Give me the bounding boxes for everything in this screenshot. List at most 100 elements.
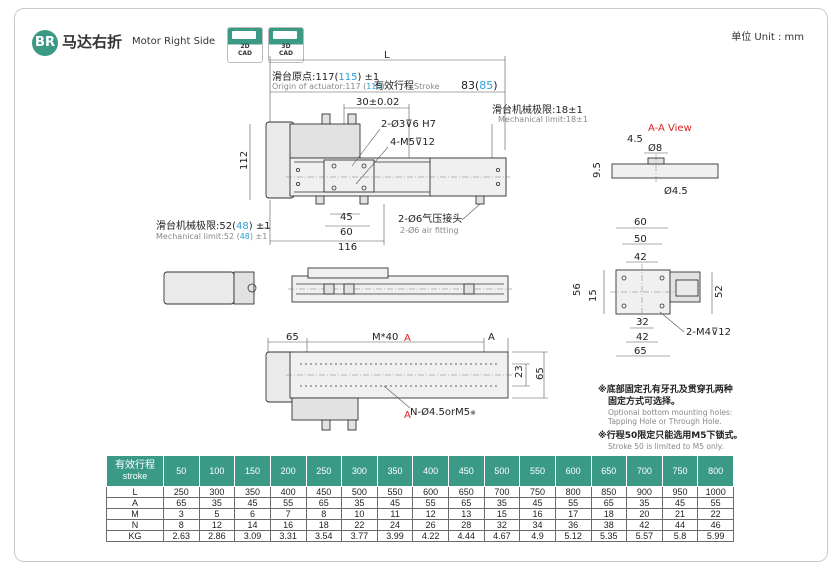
stroke-header: 700 — [626, 455, 663, 487]
dim-L: L — [384, 50, 390, 61]
section-mark-A-left: A — [404, 333, 411, 344]
table-cell: 16 — [269, 519, 307, 531]
table-cell: 35 — [341, 497, 378, 509]
stroke-header: 100 — [198, 455, 236, 487]
notes-block: ※底部固定孔有牙孔及贯穿孔两种 固定方式可选择。 Optional bottom… — [598, 384, 798, 455]
dim-30: 30±0.02 — [356, 97, 399, 108]
table-cell: 400 — [269, 486, 307, 498]
bottom-view: 65 M*40 A A A 23 65 N-Ø4.5orM5※ — [265, 332, 548, 431]
table-cell: 65 — [590, 497, 628, 509]
row-label: KG — [106, 530, 164, 542]
table-cell: 22 — [341, 519, 378, 531]
note-mark: ※ — [470, 409, 476, 417]
table-cell: 45 — [234, 497, 271, 509]
stroke-header: 600 — [554, 455, 592, 487]
series-badge: BR — [32, 30, 58, 56]
stroke-header: 250 — [305, 455, 343, 487]
table-cell: 18 — [590, 508, 628, 520]
table-cell: 35 — [483, 497, 521, 509]
row-label: L — [106, 486, 164, 498]
dim-60: 60 — [340, 227, 353, 238]
end-dim-15: 15 — [588, 289, 599, 302]
cad-3d-line1: 3D — [281, 43, 291, 50]
table-cell: 3.99 — [376, 530, 414, 542]
table-cell: 65 — [448, 497, 485, 509]
dim-116: 116 — [338, 242, 357, 253]
dim-M40: M*40 — [372, 332, 398, 343]
stroke-cn: 有效行程 — [374, 79, 414, 92]
table-cell: 16 — [519, 508, 556, 520]
table-cell: 950 — [661, 486, 699, 498]
mech-left-b: ) ±1 — [249, 221, 271, 232]
table-cell: 1000 — [697, 486, 734, 498]
hole-spec-b: 4-M5⊽12 — [390, 137, 435, 148]
table-cell: 17 — [554, 508, 592, 520]
end-view: 60 50 42 56 15 52 32 42 2-M4⊽12 65 — [572, 217, 731, 357]
table-cell: 38 — [590, 519, 628, 531]
stroke-header: 400 — [412, 455, 449, 487]
dim-65-bottom: 65 — [286, 332, 299, 343]
table-cell: 700 — [483, 486, 521, 498]
page-title-en: Motor Right Side — [132, 36, 216, 47]
side-view — [163, 267, 512, 305]
stroke-header: 550 — [519, 455, 556, 487]
end-dim-42: 42 — [634, 252, 647, 263]
end-m4-spec: 2-M4⊽12 — [686, 327, 731, 338]
note-1-cn: ※底部固定孔有牙孔及贯穿孔两种 — [598, 385, 733, 395]
table-cell: 3.31 — [269, 530, 307, 542]
table-cell: 55 — [697, 497, 734, 509]
table-cell: 5.12 — [554, 530, 592, 542]
note-1-en2: Tapping Hole or Through Hole. — [608, 417, 722, 426]
dim-112: 112 — [239, 151, 250, 170]
unit-label: 单位 Unit : mm — [731, 32, 804, 43]
end-dim-42b: 42 — [636, 332, 649, 343]
end-dim-65: 65 — [634, 346, 647, 357]
table-cell: 24 — [376, 519, 414, 531]
dim-83-end: ) — [493, 79, 497, 92]
table-cell: 250 — [163, 486, 200, 498]
table-cell: 2.86 — [198, 530, 236, 542]
row-label: M — [106, 508, 164, 520]
origin-en: Origin of actuator:117 (115) — [272, 82, 385, 91]
origin-en-a: Origin of actuator:117 ( — [272, 82, 366, 91]
page-title-cn: 马达右折 — [62, 33, 123, 51]
table-cell: 8 — [305, 508, 343, 520]
end-dim-52: 52 — [714, 285, 725, 298]
table-cell: 4.22 — [412, 530, 449, 542]
table-cell: 18 — [305, 519, 343, 531]
table-cell: 5.57 — [626, 530, 663, 542]
end-dim-32: 32 — [636, 317, 649, 328]
mech-left-en-b: ) ±1 — [250, 232, 267, 241]
stroke-header: 200 — [269, 455, 307, 487]
cad-2d-line2: CAD — [237, 50, 253, 57]
mech-limit-left-cn: 滑台机械极限:52(48) ±1 — [156, 219, 271, 232]
stroke-en: Stroke — [414, 82, 440, 91]
table-cell: 21 — [661, 508, 699, 520]
air-fitting-en: 2-Ø6 air fitting — [400, 225, 459, 235]
dim-85: 85 — [479, 79, 493, 92]
hole-spec-a: 2-Ø3⊽6 H7 — [381, 118, 436, 130]
table-cell: 2.63 — [163, 530, 200, 542]
table-cell: 55 — [269, 497, 307, 509]
dim-83-a: 83( — [461, 79, 479, 92]
stroke-header: 800 — [697, 455, 734, 487]
stroke-header: 450 — [448, 455, 485, 487]
table-cell: 44 — [661, 519, 699, 531]
stroke-header: 150 — [234, 455, 271, 487]
table-cell: 45 — [376, 497, 414, 509]
origin-en-blue: 115 — [366, 82, 381, 91]
table-cell: 14 — [234, 519, 271, 531]
table-cell: 20 — [626, 508, 663, 520]
table-cell: 12 — [198, 519, 236, 531]
table-cell: 28 — [448, 519, 485, 531]
table-cell: 55 — [554, 497, 592, 509]
end-dim-56: 56 — [572, 283, 583, 296]
note-1-cn2: 固定方式可选择。 — [608, 397, 681, 407]
stroke-header: 500 — [483, 455, 521, 487]
